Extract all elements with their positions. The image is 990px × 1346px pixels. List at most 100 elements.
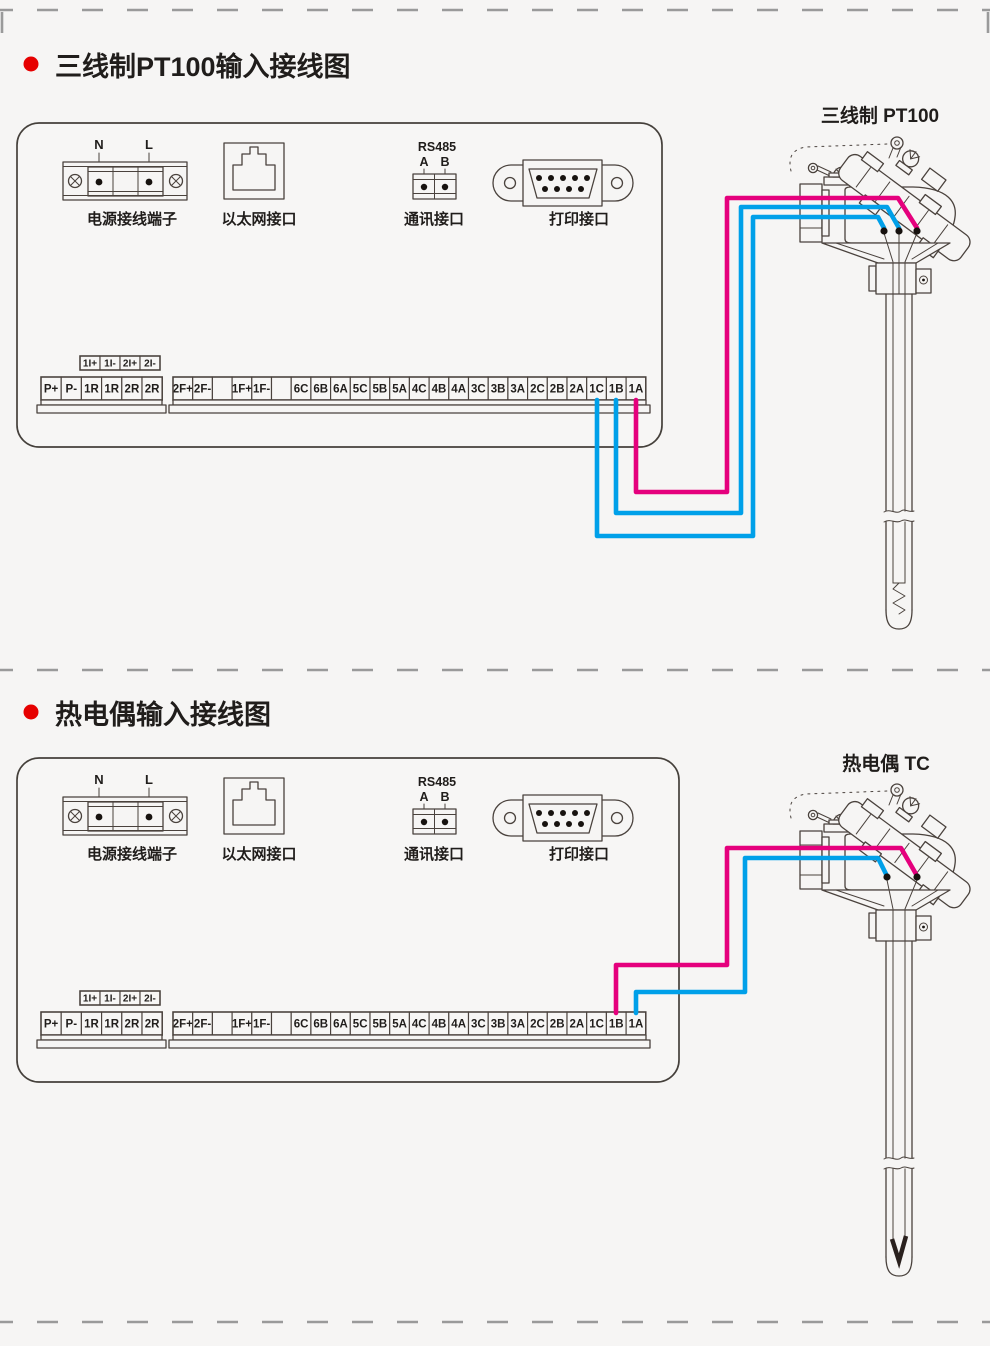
rs485-a-label: A [419,155,428,169]
terminal-cell-label: 2I- [144,994,156,1005]
terminal-cell-label: 5A [392,384,407,396]
terminal-cell [211,1011,233,1036]
rs485-port: RS485 A B 通讯接口 [404,140,464,228]
terminal-cell-label: 2C [530,1019,545,1031]
terminal-cell-label: 2F- [194,1019,211,1031]
cap-tab [920,167,947,192]
sensor-head-pt100 [789,136,971,630]
terminal-cell-label: 5A [392,1019,407,1031]
sensor-head-tc [789,783,971,1277]
rs485-a-label: A [419,790,428,804]
wire-blue-1c [594,214,887,539]
ethernet-label: 以太网接口 [221,845,296,863]
terminal-cell-label: 2R [145,1019,160,1031]
terminal-cell-label: 1I- [104,359,116,370]
wing-screw-icon [895,796,921,823]
terminal-l-label: L [145,772,153,787]
terminal-cell-label: 1F- [253,1019,270,1031]
terminal-cell-label: 6C [294,1019,309,1031]
terminal-cell-label: 6A [333,1019,348,1031]
screw-icon [67,173,83,189]
section-title: 三线制PT100输入接线图 [55,51,351,82]
eyelet-screw-icon [807,809,832,824]
ethernet-port: 以太网接口 [221,142,297,228]
tc-junction-icon [889,1235,909,1269]
terminal-cell-label: P- [66,384,78,396]
sensor-title: 热电偶 TC [842,752,930,775]
terminal-cell-label: 2I+ [123,994,137,1005]
rs485-title: RS485 [418,140,456,154]
sensor-title: 三线制 PT100 [821,104,939,127]
bullet-icon [23,56,39,72]
wires-pt100 [594,195,921,539]
terminal-cell-label: 1A [629,384,644,396]
terminal-cell-label: 2F- [194,384,211,396]
head-neck [821,242,951,264]
section-thermocouple: 热电偶输入接线图 N L [16,699,971,1277]
terminal-cell-label: 2F+ [173,1019,193,1031]
db9-pins [536,810,590,827]
wire-pink-1a [633,195,920,495]
terminal-cell [211,376,233,401]
terminal-cell-label: 2I- [144,359,156,370]
wire-blue-1a [633,855,889,1016]
terminal-cell-label: 3A [510,384,525,396]
eyelet-screw-icon [807,162,832,177]
printer-port: 打印接口 [492,159,634,228]
terminal-cell-label: 5B [372,1019,387,1031]
rs485-b-label: B [440,155,449,169]
rs485-b-label: B [440,790,449,804]
cap-tab [920,814,947,839]
wires-tc [613,845,921,1016]
power-label: 电源接线端子 [87,210,177,228]
comm-label: 通讯接口 [404,845,464,863]
head-neck [821,889,951,911]
ethernet-label: 以太网接口 [221,210,296,228]
dashed-border [0,8,990,1324]
rtd-element-icon [892,582,906,615]
power-label: 电源接线端子 [87,845,177,863]
chain-screw-icon [888,783,904,806]
terminal-cell-label: 5C [353,384,368,396]
terminal-l-label: L [145,137,153,152]
terminal-cell-label: 1R [84,384,99,396]
terminal-cell-label: 3A [510,1019,525,1031]
terminal-n-label: N [94,772,103,787]
terminal-cell-label: 3C [471,1019,486,1031]
current-terminal-strip: 1I+1I-2I+2I- [79,355,161,371]
screw-icon [168,173,184,189]
terminal-cell-label: 6B [313,384,328,396]
terminal-cell-label: 4A [451,384,466,396]
terminal-cell-label: 5C [353,1019,368,1031]
terminal-cell-label: 4A [451,1019,466,1031]
power-terminal-block: N L [62,772,188,863]
terminal-cell-label: 3B [491,1019,506,1031]
terminal-cell-label: 1C [589,1019,604,1031]
wing-screw-icon [895,149,921,176]
rj45-icon [232,146,276,191]
terminal-cell-label: 4C [412,1019,427,1031]
terminal-cell-label: 4B [432,1019,447,1031]
screw-icon [168,808,184,824]
ethernet-port: 以太网接口 [221,777,297,863]
terminal-cell-label: 2A [569,1019,584,1031]
mounting-bushing [868,909,932,942]
bullet-icon [23,704,39,720]
terminal-cell-label: 2R [125,1019,140,1031]
power-terminal-block: N L [62,137,188,228]
wire-blue-1b [613,204,902,516]
terminal-cell [270,376,292,401]
mounting-bushing [868,262,932,295]
db9-icon [528,168,598,199]
terminal-cell [270,1011,292,1036]
db9-icon [528,803,598,834]
section-pt100: 三线制PT100输入接线图 N L [16,51,971,630]
terminal-cell-label: 1F+ [232,1019,252,1031]
terminal-cell-label: 1F+ [232,384,252,396]
terminal-cell-label: 1I- [104,994,116,1005]
rj45-icon [232,781,276,826]
